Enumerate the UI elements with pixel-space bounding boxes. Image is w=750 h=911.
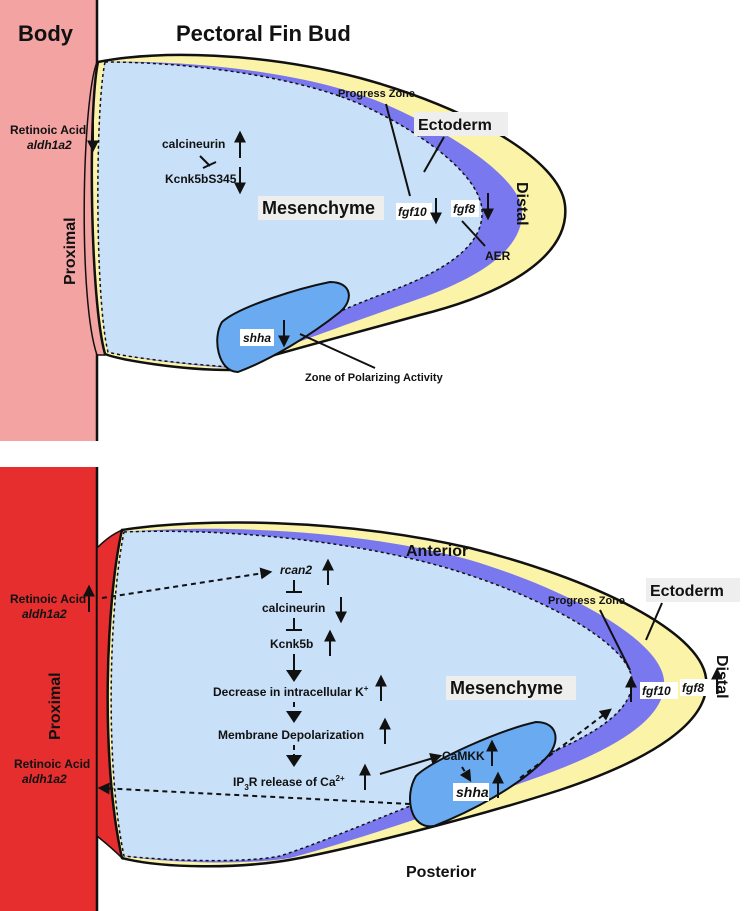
ip3r-label: IP3R release of Ca2+ [233, 774, 345, 792]
depol-to-ip3r-head [286, 755, 302, 767]
inhibit-line-top [199, 155, 211, 167]
decrease-k-label: Decrease in intracellular K+ [213, 684, 369, 699]
ectoderm-pointer-bottom [645, 602, 663, 641]
ectoderm-label-top: Ectoderm [418, 117, 492, 134]
fgf10-label-bg-top [396, 203, 432, 220]
mesenchyme-label-bg-top [258, 196, 384, 220]
posterior-label: Posterior [406, 864, 476, 881]
kcnk5b-top: Kcnk5bS345 [165, 172, 237, 186]
shha-to-fgf10-arrow [519, 708, 612, 779]
shha-label-bottom: shha [456, 784, 489, 800]
calcineurin-top: calcineurin [162, 137, 225, 151]
aer-pointer-top [461, 220, 486, 247]
progress-zone-pointer-bottom [599, 609, 631, 671]
fgf10-label-top: fgf10 [398, 205, 427, 219]
fgf8-label-bottom: fgf8 [682, 681, 704, 695]
shha-label-bg-bottom [453, 783, 489, 801]
retinoic-acid-top: Retinoic Acid [10, 123, 86, 137]
body-region-bottom [0, 467, 97, 911]
progress-zone-pointer-top [385, 103, 411, 197]
fgf10-label-bottom: fgf10 [642, 684, 671, 698]
ectoderm-label-bg-top [414, 112, 508, 136]
membrane-depol-label: Membrane Depolarization [218, 728, 364, 742]
mesenchyme-bottom [110, 530, 633, 862]
ip3r-to-ra-arrow [97, 782, 411, 805]
distal-label-top: Distal [513, 182, 530, 226]
mesenchyme-label-bg-bottom [446, 676, 576, 700]
retinoic-acid-bottom-1: Retinoic Acid [10, 592, 86, 606]
fgf10-label-bg-bottom [640, 682, 678, 699]
kcnk5b-bottom: Kcnk5b [270, 637, 313, 651]
aldh1a2-top: aldh1a2 [27, 138, 72, 152]
calcineurin-bottom: calcineurin [262, 601, 325, 615]
camkk-to-shha-arrow [459, 766, 472, 783]
distal-label-bottom: Distal [713, 655, 730, 699]
aldh1a2-bottom-2: aldh1a2 [22, 772, 67, 786]
anterior-label: Anterior [406, 543, 468, 560]
ectoderm-label-bottom: Ectoderm [650, 583, 724, 600]
fgf8-label-top: fgf8 [453, 202, 475, 216]
decrease-to-depol-head [286, 711, 302, 723]
mesenchyme-label-bottom: Mesenchyme [450, 678, 563, 698]
kcnk-to-decrease-head [286, 670, 302, 682]
body-label: Body [18, 21, 74, 46]
rcan2-label: rcan2 [280, 563, 312, 577]
progress-zone-label-bottom: Progress Zone [548, 595, 625, 607]
proximal-label-top: Proximal [62, 217, 79, 285]
aer-label-top: AER [485, 249, 511, 263]
shha-label-top: shha [243, 331, 271, 345]
ectoderm-label-bg-bottom [646, 578, 740, 602]
aldh1a2-bottom-1: aldh1a2 [22, 607, 67, 621]
inhibit-bar-top [202, 161, 217, 169]
fgf8-label-bg-top [451, 200, 479, 217]
shha-label-bg-top [240, 329, 274, 346]
progress-zone-label-top: Progress Zone [338, 88, 415, 100]
top-panel: Body Pectoral Fin Bud Proximal Distal Re… [0, 0, 567, 441]
ip3r-to-camkk-arrow [379, 753, 443, 775]
retinoic-acid-bottom-2: Retinoic Acid [14, 757, 90, 771]
mesenchyme-label-top: Mesenchyme [262, 198, 375, 218]
panel-title: Pectoral Fin Bud [176, 21, 351, 46]
bottom-panel: Proximal Distal Anterior Posterior Retin… [0, 467, 740, 911]
zpa-label-top: Zone of Polarizing Activity [305, 372, 444, 384]
proximal-label-bottom: Proximal [47, 672, 64, 740]
ra-to-rcan2-arrow [101, 567, 273, 599]
camkk-label: CaMKK [442, 749, 485, 763]
zpa-pointer-top [299, 333, 376, 369]
fgf8-label-bg-bottom [680, 679, 710, 696]
body-region-top [0, 0, 97, 441]
zpa-bottom [409, 720, 557, 828]
ectoderm-pointer-top [423, 136, 445, 173]
